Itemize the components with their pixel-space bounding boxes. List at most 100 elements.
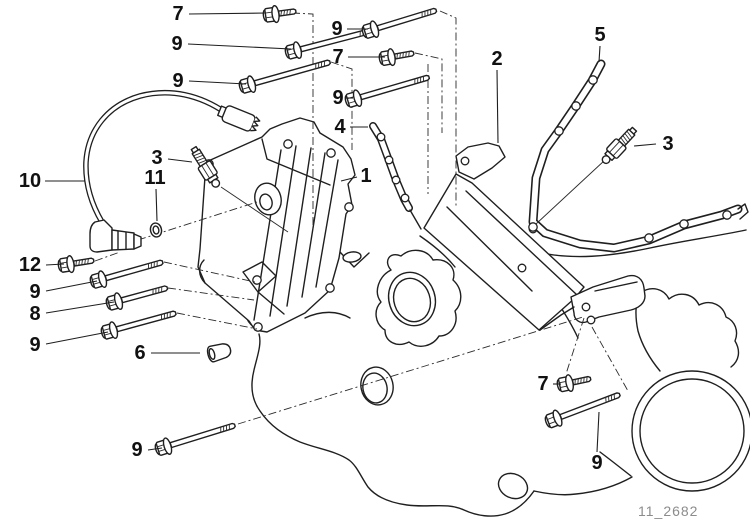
- bolt-9a: [284, 27, 376, 60]
- thread: [586, 376, 588, 383]
- callout-9[interactable]: 9: [332, 87, 343, 109]
- thread: [75, 260, 77, 266]
- bolt-12: [57, 255, 95, 274]
- bolt-hole: [326, 148, 336, 158]
- axis-line: [565, 317, 585, 375]
- line-art: [539, 306, 575, 331]
- thread: [280, 10, 283, 16]
- thread: [421, 11, 423, 18]
- axis-line: [167, 287, 255, 301]
- leader-line: [45, 331, 109, 345]
- line-art: [392, 277, 432, 323]
- callout-9[interactable]: 9: [29, 281, 40, 303]
- bolt-hole: [581, 302, 591, 312]
- axis-line: [237, 316, 584, 425]
- callout-9[interactable]: 9: [29, 334, 40, 356]
- cable: [84, 91, 228, 224]
- bolt-9h: [544, 392, 621, 429]
- thread: [323, 61, 325, 67]
- callout-9[interactable]: 9: [171, 33, 182, 55]
- bolt-hole: [528, 222, 538, 232]
- callout-1[interactable]: 1: [360, 165, 371, 187]
- axis-line: [291, 12, 314, 232]
- bolt-hole: [554, 126, 564, 136]
- callout-7[interactable]: 7: [332, 46, 343, 68]
- bolt-shaft: [169, 422, 236, 449]
- callout-2[interactable]: 2: [491, 48, 502, 70]
- line-art: [409, 209, 422, 230]
- line-art: [446, 206, 533, 292]
- callout-9[interactable]: 9: [331, 18, 342, 40]
- thread: [626, 130, 633, 139]
- leader-line: [187, 43, 292, 50]
- callout-6[interactable]: 6: [134, 342, 145, 364]
- line-art: [342, 251, 362, 263]
- callout-12[interactable]: 12: [19, 254, 41, 276]
- leader-line: [596, 411, 600, 453]
- thread: [577, 378, 579, 384]
- axis-line: [330, 61, 353, 150]
- elbow-sensor: [111, 229, 135, 251]
- leader-line: [45, 263, 65, 266]
- callout-10[interactable]: 10: [19, 170, 41, 192]
- axis-line: [439, 10, 457, 206]
- thread: [427, 10, 429, 16]
- thread: [286, 9, 288, 16]
- thread: [163, 313, 165, 319]
- callout-3[interactable]: 3: [662, 133, 673, 155]
- bolt-hole: [644, 233, 654, 243]
- cable-connector: [217, 105, 261, 132]
- callout-11[interactable]: 11: [144, 167, 165, 189]
- leader-line: [598, 45, 601, 63]
- thread: [223, 426, 225, 432]
- callout-5[interactable]: 5: [594, 24, 605, 46]
- timing-case-cover-left: [197, 117, 356, 333]
- bolt-hole: [391, 175, 401, 185]
- leader-line: [45, 301, 115, 314]
- callout-9[interactable]: 9: [172, 70, 183, 92]
- thread: [158, 287, 160, 293]
- leader-line: [45, 280, 98, 292]
- line-art: [269, 145, 297, 317]
- bolt-hole: [400, 193, 410, 203]
- callout-7[interactable]: 7: [172, 3, 183, 25]
- thread: [169, 312, 171, 318]
- leader-line: [188, 12, 267, 15]
- leader-line: [496, 69, 499, 144]
- thread: [402, 52, 404, 58]
- thread: [405, 51, 407, 58]
- line-art: [497, 472, 529, 500]
- thread: [396, 53, 398, 59]
- thread: [424, 11, 426, 17]
- callout-4[interactable]: 4: [334, 116, 346, 138]
- sensor-left: [190, 145, 221, 188]
- callout-7[interactable]: 7: [537, 373, 548, 395]
- bolt-hole: [344, 202, 354, 212]
- thread: [84, 259, 86, 265]
- line-art: [594, 281, 638, 292]
- thread: [152, 289, 154, 295]
- o-ring: [149, 222, 163, 238]
- bolt-hole: [283, 139, 293, 149]
- callout-9[interactable]: 9: [131, 439, 142, 461]
- thread: [81, 259, 83, 265]
- thread: [153, 261, 155, 268]
- callout-9[interactable]: 9: [591, 452, 602, 474]
- thread: [150, 262, 152, 268]
- bolt-hole: [679, 219, 689, 229]
- callout-3[interactable]: 3: [151, 147, 162, 169]
- thread: [161, 286, 163, 293]
- thread: [193, 152, 202, 157]
- bolt-hole: [325, 283, 335, 293]
- leader-line: [340, 176, 358, 182]
- thread: [155, 288, 157, 294]
- line-art: [152, 225, 160, 235]
- callout-8[interactable]: 8: [29, 303, 40, 325]
- bolt-9g: [154, 422, 236, 456]
- thread: [196, 157, 205, 162]
- line-art: [639, 378, 745, 484]
- axis-line: [414, 52, 443, 133]
- line-art: [286, 147, 312, 307]
- diagram-code: 11_2682: [638, 503, 699, 519]
- line-art: [251, 333, 535, 517]
